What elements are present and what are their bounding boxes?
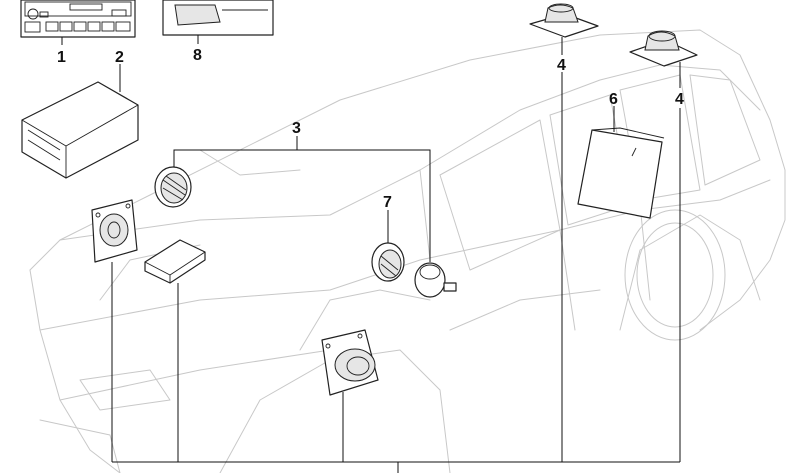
rear-speaker-icon [629,30,698,67]
tweeter-icon [371,242,405,282]
amplifier-box-icon [21,81,139,179]
callout-4: 4 [557,57,566,74]
callout-3: 3 [292,120,301,137]
front-door-speaker-icon [91,199,138,263]
callout-4: 4 [675,91,684,108]
car-outline [29,29,786,473]
callout-2: 2 [115,49,124,66]
speaker-pair-icon [154,166,457,298]
callout-7: 7 [383,194,392,211]
callout-8: 8 [193,47,202,64]
rear-speaker-icon [529,3,599,38]
callout-6: 6 [609,91,618,108]
callout-1: 1 [57,49,66,66]
subwoofer-box-icon [577,127,665,219]
control-module-icon [144,239,206,284]
navigation-module-icon [162,0,274,36]
radio-cassette-unit-icon [20,0,136,38]
lower-door-speaker-icon [321,329,379,396]
